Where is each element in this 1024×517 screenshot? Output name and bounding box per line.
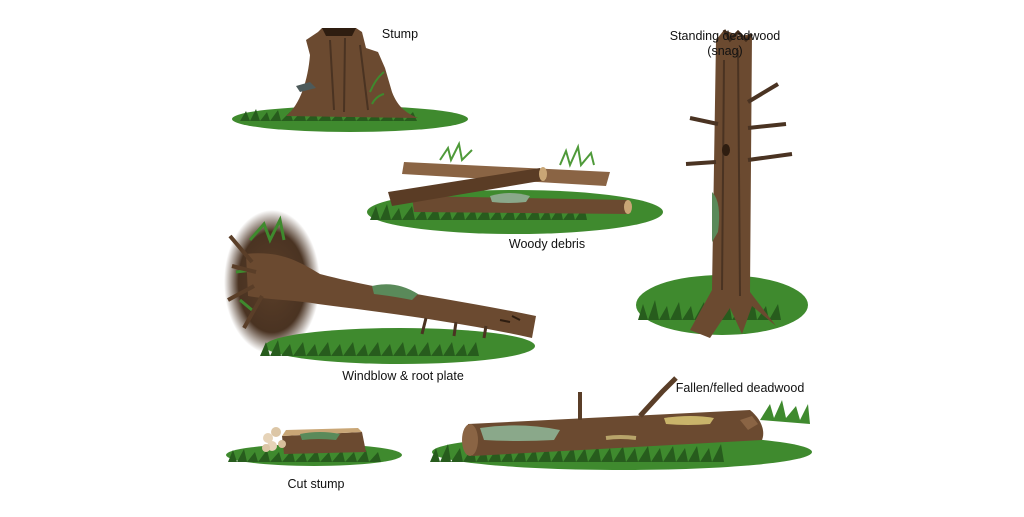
debris-moss-patch <box>490 193 530 203</box>
snag-branch-5 <box>686 162 716 164</box>
label-stump: Stump <box>382 27 418 41</box>
fallen-log-end <box>462 424 478 456</box>
snag-branch-4 <box>690 118 718 124</box>
fallen-branch-large <box>640 378 676 416</box>
label-woody-debris: Woody debris <box>509 237 585 251</box>
label-snag-line1: Standing deadwood <box>670 29 781 43</box>
cut-stump-moss <box>300 432 340 440</box>
stump-trunk <box>286 28 418 118</box>
snag-branch-3 <box>748 154 792 160</box>
label-cut-stump: Cut stump <box>288 477 345 491</box>
fallen-lichen-patch <box>664 416 714 425</box>
label-snag-line2: (snag) <box>707 44 742 58</box>
snag-woodpecker-hole <box>722 144 730 156</box>
debris-log-end <box>624 200 632 214</box>
woody-debris-illustration <box>367 144 663 234</box>
windblow-grass-base <box>265 328 535 364</box>
fallen-lichen-streak <box>606 437 636 438</box>
label-fallen-deadwood: Fallen/felled deadwood <box>676 381 805 395</box>
debris-tall-grass <box>440 144 594 165</box>
snag-branch-2 <box>748 124 786 128</box>
snag-branch-1 <box>748 84 778 102</box>
stump-hollow-top <box>322 28 356 36</box>
snag-illustration <box>636 30 808 338</box>
stump-illustration <box>232 28 468 132</box>
fallen-grass-clump <box>760 400 810 424</box>
debris-branch-end <box>539 167 547 181</box>
label-windblow: Windblow & root plate <box>342 369 464 383</box>
cut-stump-illustration <box>226 427 402 466</box>
